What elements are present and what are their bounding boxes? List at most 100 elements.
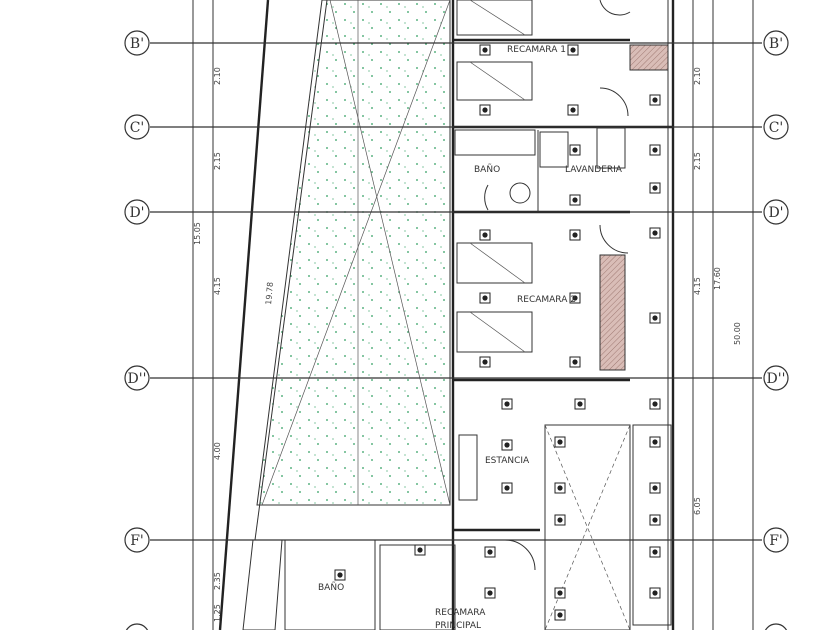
dim-label-left: 2.10 [213,67,222,85]
ceiling-light-icon [649,312,661,324]
grid-bubble-label: D'' [767,371,786,387]
door-swing [504,539,536,571]
ceiling-light-icon [334,569,346,581]
toilet [509,182,531,204]
dim-label-overall: 50.00 [733,322,742,345]
dim-label-right: 4.15 [693,277,702,295]
dim-label-right: 6.05 [693,497,702,515]
laundry-sink [596,127,626,169]
grid-bubble-label: B' [769,36,783,52]
ceiling-light-icon [649,144,661,156]
garden-diagonal [261,0,451,506]
ceiling-light-icon [479,229,491,241]
ceiling-light-icon [479,104,491,116]
ceiling-light-icon [479,44,491,56]
ceiling-light-icon [554,514,566,526]
grid-bubble-label: C' [130,120,145,136]
room-label-estancia: ESTANCIA [485,456,530,466]
grid-bubble-label: D'' [128,371,147,387]
ceiling-light-icon [501,482,513,494]
dim-label-right: 2.15 [693,152,702,170]
dim-label-right: 2.10 [693,67,702,85]
grid-bubble [124,199,150,225]
grid-bubble [763,199,789,225]
ceiling-light-icon [569,194,581,206]
dim-label-left: 4.00 [213,442,222,460]
door-swing [599,0,631,16]
ceiling-light-icon [484,587,496,599]
grid-bubble-label: B' [130,36,144,52]
grid-bubble [124,114,150,140]
closet-2 [599,254,626,371]
room-label-bano: BAÑO [474,164,500,175]
room-label-recamara-2: RECAMARA 2 [517,295,576,305]
grid-bubble [124,527,150,553]
door-swing [599,224,629,254]
ceiling-light-icon [414,544,426,556]
room-label-recamara-principal: RECAMARA [435,608,486,618]
grid-bubble [125,623,149,630]
room-label-recamara-principal: PRINCIPAL [435,621,481,630]
grid-bubble [763,365,789,391]
room-label-bano-2: BAÑO [318,582,344,593]
ceiling-light-icon [649,482,661,494]
dim-label-left: 4.15 [213,277,222,295]
grid-bubble [124,30,150,56]
ceiling-light-icon [649,398,661,410]
ceiling-light-icon [501,439,513,451]
grid-bubble [764,623,788,630]
grid-bubble [124,365,150,391]
ceiling-light-icon [649,546,661,558]
ceiling-light-icon [649,227,661,239]
sloped-outer-wall [218,0,270,630]
ceiling-light-icon [554,609,566,621]
stairwell-void [544,424,631,630]
ceiling-light-icon [479,292,491,304]
room-label-lavanderia: LAVANDERIA [565,165,623,175]
dim-label-left: 1.25 [213,604,222,622]
ceiling-light-icon [649,436,661,448]
ceiling-light-icon [649,514,661,526]
ceiling-light-icon [567,44,579,56]
dim-label-diagonal: 19.78 [264,282,275,306]
sloped-inner-wall [254,0,328,541]
sofa [458,434,478,501]
ceiling-light-icon [567,104,579,116]
washer [539,131,569,168]
ceiling-light-icon [479,356,491,368]
shower [454,129,536,156]
ceiling-light-icon [649,94,661,106]
room-label-recamara-1: RECAMARA 1 [507,45,566,55]
grid-bubble-label: F' [130,533,144,549]
garden-diagonal [329,0,451,506]
ceiling-light-icon [554,436,566,448]
ceiling-light-icon [574,398,586,410]
stairs-secondary [242,539,283,630]
ceiling-light-icon [569,144,581,156]
grid-bubble-label: D' [768,205,783,221]
dim-label-right-total: 17.60 [713,267,722,290]
bed [456,311,533,353]
ceiling-light-icon [569,292,581,304]
ceiling-light-icon [501,398,513,410]
door-swing [599,87,629,117]
dim-label-left: 2.35 [213,572,222,590]
ceiling-light-icon [649,182,661,194]
bed [456,61,533,101]
grid-bubble [763,114,789,140]
grid-bubble [763,30,789,56]
bed [456,0,533,36]
grid-bubble [763,527,789,553]
ceiling-light-icon [554,482,566,494]
grid-bubble-label: F' [769,533,783,549]
garden-area [256,0,451,506]
ceiling-light-icon [484,546,496,558]
door-swing [484,184,489,211]
dim-label-left-total: 15.05 [193,222,202,245]
ceiling-light-icon [569,229,581,241]
dim-label-left: 2.15 [213,152,222,170]
grid-bubble-label: D' [129,205,144,221]
closet-1 [629,44,669,71]
